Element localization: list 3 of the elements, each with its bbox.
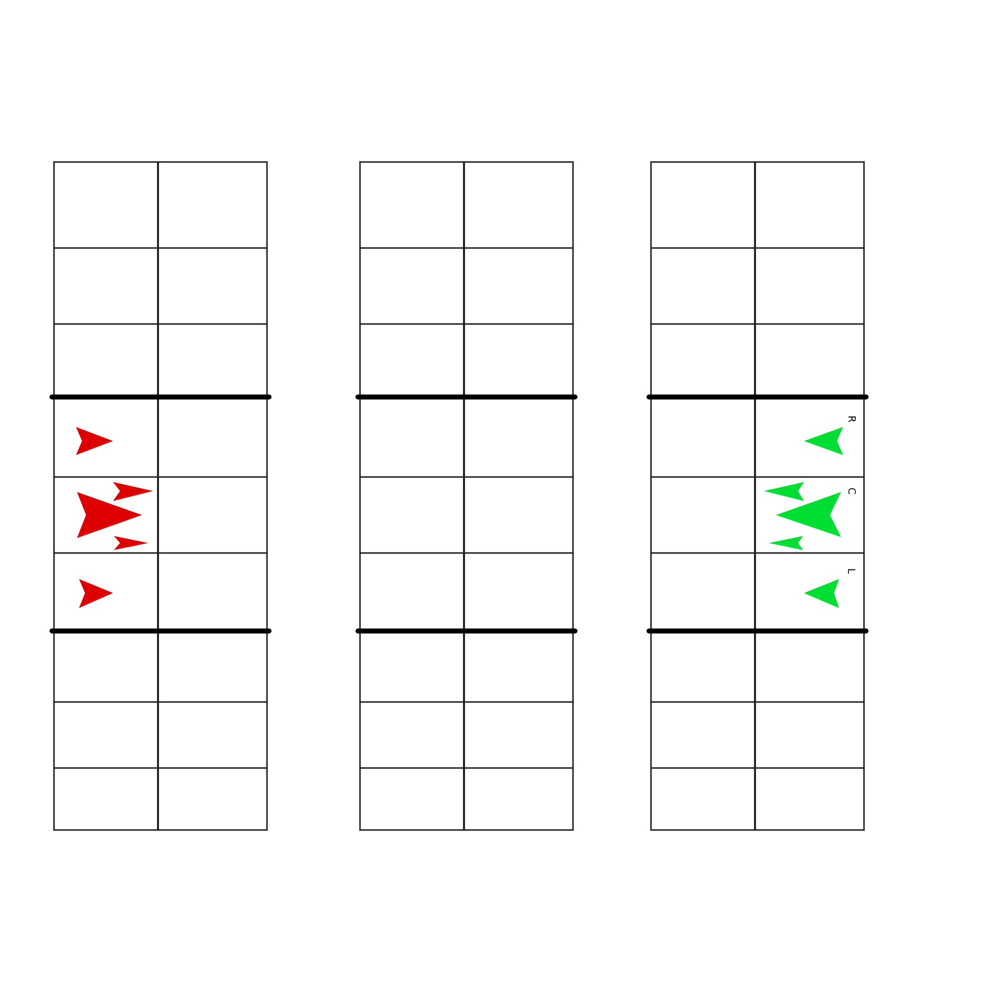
text-label: C (846, 488, 856, 494)
text-label: L (844, 568, 855, 574)
text-label: R (845, 416, 856, 422)
